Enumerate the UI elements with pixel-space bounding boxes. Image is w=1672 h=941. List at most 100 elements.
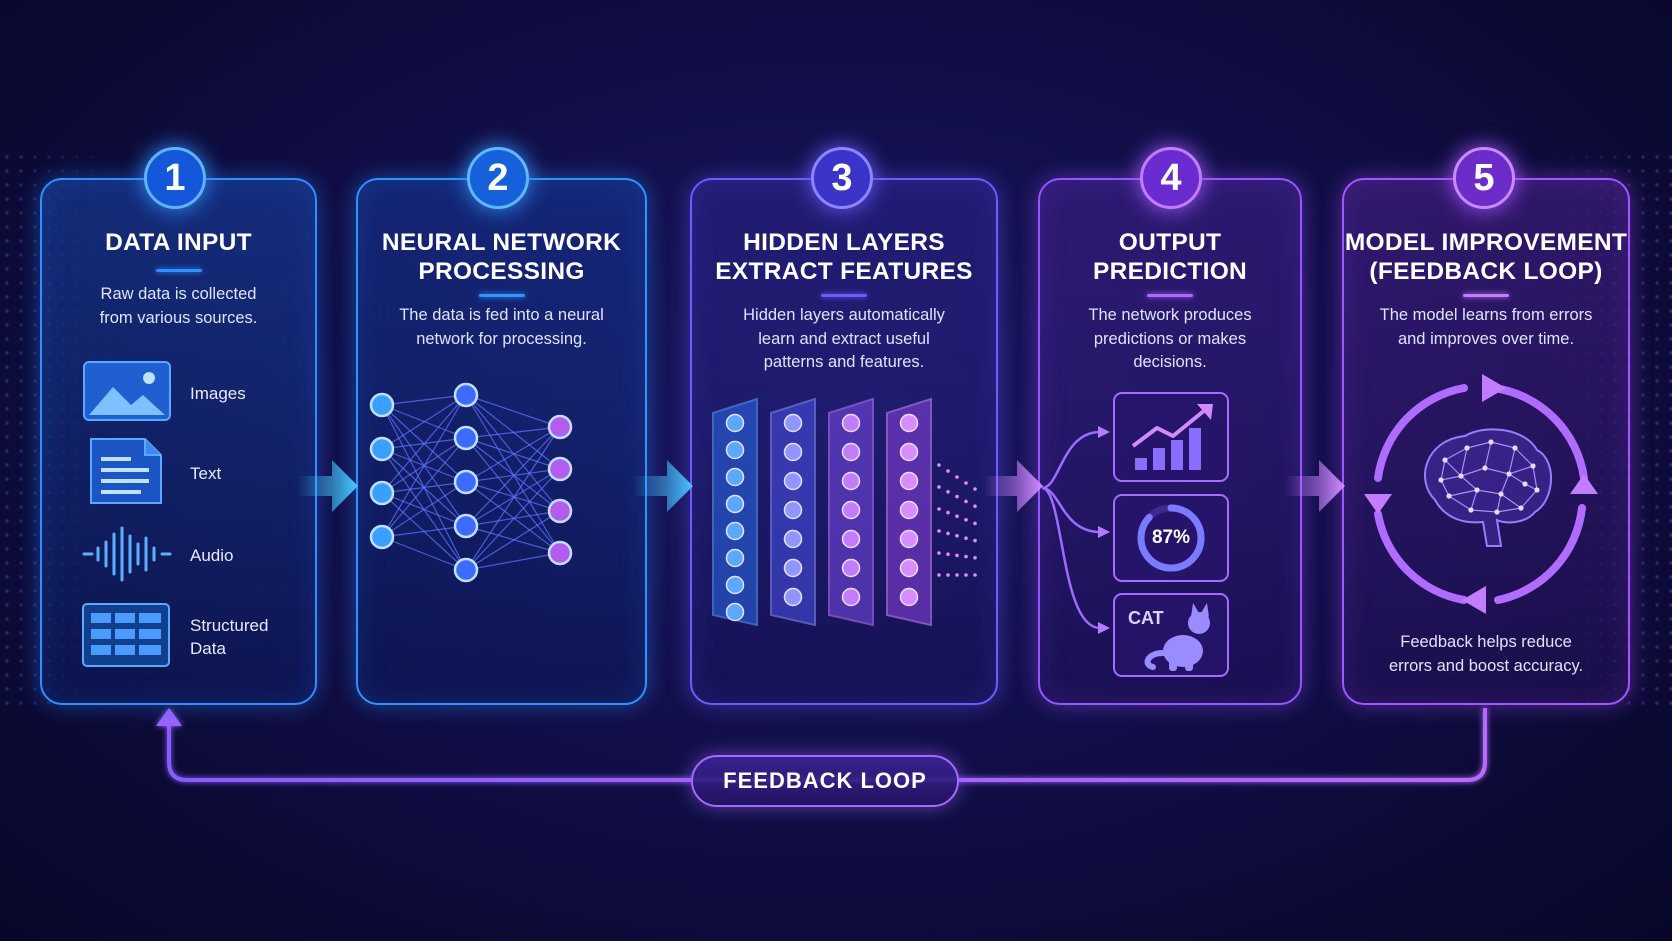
hidden-layer-node xyxy=(783,442,803,462)
brain-link xyxy=(1440,475,1462,481)
brain-link xyxy=(1444,447,1468,461)
nn-node xyxy=(547,456,573,482)
step-4-title: OUTPUT PREDICTION xyxy=(1038,228,1302,286)
flow-arrow-3-to-4 xyxy=(983,460,1043,512)
brain-node xyxy=(1522,481,1528,487)
feature-dot xyxy=(946,531,950,536)
input-label-text: Text xyxy=(190,464,222,483)
feature-dot xyxy=(964,481,968,485)
nn-node xyxy=(547,414,573,440)
step-3-title-underline xyxy=(821,294,867,297)
hidden-layer-node xyxy=(841,500,861,520)
hidden-layer-node xyxy=(783,529,803,549)
document-icon xyxy=(90,438,162,504)
step-1-number-badge: 1 xyxy=(144,147,206,209)
nn-connection xyxy=(465,426,561,527)
confidence-gauge-value: 87% xyxy=(1151,527,1191,548)
step-3-desc-line-2: learn and extract useful xyxy=(758,329,930,348)
step-1-title: DATA INPUT xyxy=(40,228,317,257)
brain-link xyxy=(1448,489,1478,497)
output-connector-lines xyxy=(1041,426,1110,634)
brain-link xyxy=(1460,475,1478,491)
nn-connection xyxy=(465,394,561,428)
feature-dot xyxy=(946,573,950,577)
hidden-layer-node xyxy=(899,413,919,433)
feature-dot xyxy=(973,504,977,508)
hidden-layer-node xyxy=(899,442,919,462)
feature-dot xyxy=(973,538,977,543)
nn-connection xyxy=(381,481,467,538)
brain-node xyxy=(1468,507,1474,513)
step-5-desc-line-2: and improves over time. xyxy=(1397,329,1575,348)
feature-dot xyxy=(946,469,950,473)
hidden-layer-node xyxy=(841,529,861,549)
feature-dot xyxy=(937,463,941,467)
step-5-title: MODEL IMPROVEMENT (FEEDBACK LOOP) xyxy=(1342,228,1630,286)
flow-arrow-4-to-5 xyxy=(1285,460,1345,512)
feature-dot xyxy=(937,485,941,489)
flow-arrow-1-to-2 xyxy=(298,460,358,512)
brain-link xyxy=(1520,489,1538,509)
brain-node xyxy=(1530,463,1536,469)
step-3-desc-line-1: Hidden layers automatically xyxy=(743,306,945,324)
confidence-gauge xyxy=(1113,494,1229,582)
hidden-layer-node xyxy=(899,587,919,607)
feature-dot xyxy=(946,510,950,515)
hidden-layer-node xyxy=(841,413,861,433)
feature-dot xyxy=(946,552,950,556)
image-icon xyxy=(83,361,171,421)
nn-node xyxy=(369,524,395,550)
input-label-audio: Audio xyxy=(190,546,234,565)
brain-link xyxy=(1470,509,1498,513)
neural-network-graphic xyxy=(369,382,573,583)
brain-node xyxy=(1534,487,1540,493)
brain-link xyxy=(1444,459,1462,477)
nn-node xyxy=(369,480,395,506)
brain-link xyxy=(1484,467,1510,475)
nn-connection xyxy=(465,437,561,470)
nn-node xyxy=(369,436,395,462)
nn-connection xyxy=(465,510,561,571)
brain-node xyxy=(1482,465,1488,471)
waveform-icon xyxy=(82,526,172,582)
feature-dot xyxy=(964,518,968,522)
brain-link xyxy=(1440,459,1446,481)
feature-dot xyxy=(964,536,968,540)
step-5-number-badge: 5 xyxy=(1453,147,1515,209)
hidden-layer-node xyxy=(725,467,745,487)
feature-dot xyxy=(964,554,968,559)
hidden-layer-node xyxy=(899,500,919,520)
brain-link xyxy=(1484,441,1492,469)
feature-dot xyxy=(964,499,968,504)
trend-chart-icon xyxy=(1113,392,1229,482)
hidden-layer-node xyxy=(783,471,803,491)
feature-dot xyxy=(973,573,977,577)
brain-link xyxy=(1508,447,1516,475)
brain-link xyxy=(1508,473,1526,485)
brain-link xyxy=(1500,493,1522,509)
nn-connection xyxy=(465,426,561,483)
step-4-title-underline xyxy=(1147,294,1193,297)
feature-dot xyxy=(955,534,959,538)
feature-dot xyxy=(937,551,941,555)
input-label-structured-data-line-1: Structured xyxy=(190,616,269,635)
brain-network-icon xyxy=(1424,428,1552,547)
brain-node xyxy=(1464,445,1470,451)
hidden-layer-node xyxy=(841,442,861,462)
hidden-layer-node xyxy=(725,602,745,622)
hidden-layer-node xyxy=(841,587,861,607)
nn-connection xyxy=(381,394,467,494)
feature-dot xyxy=(955,514,959,518)
brain-node xyxy=(1518,505,1524,511)
brain-link xyxy=(1532,465,1538,491)
nn-node xyxy=(547,498,573,524)
input-label-structured-data: Structured Data xyxy=(190,614,268,660)
feedback-note-line-2: errors and boost accuracy. xyxy=(1388,656,1584,675)
hidden-layer-node xyxy=(899,558,919,578)
step-3-title-line-2: EXTRACT FEATURES xyxy=(715,258,973,285)
step-3-number-badge: 3 xyxy=(811,147,873,209)
step-2-card xyxy=(356,178,647,705)
feedback-note-line-1: Feedback helps reduce xyxy=(1400,633,1572,651)
hidden-layer-node xyxy=(783,558,803,578)
brain-node xyxy=(1458,473,1464,479)
